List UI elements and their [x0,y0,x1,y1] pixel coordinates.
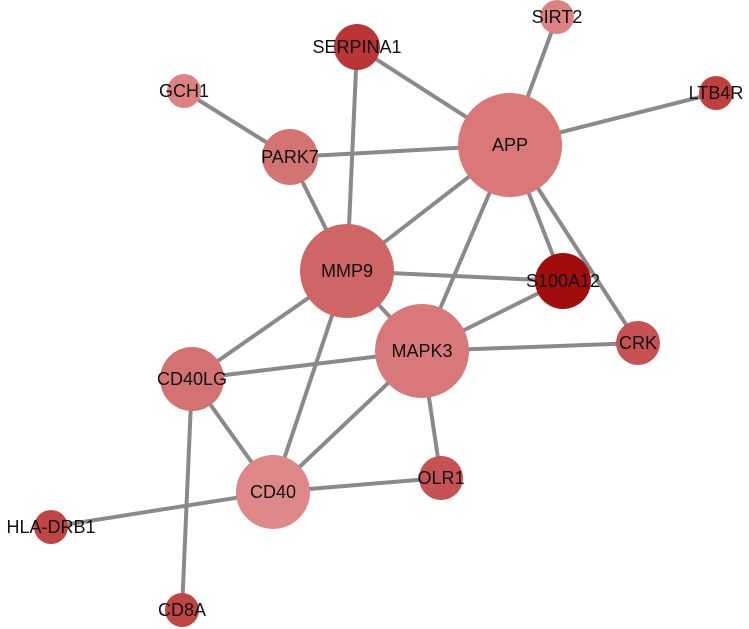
node-label: OLR1 [417,468,464,488]
node-circle [160,347,224,411]
node-cd8a: CD8A [158,593,206,627]
node-circle [34,510,68,544]
node-circle [165,593,199,627]
node-circle [300,224,394,318]
node-circle [419,456,463,500]
node-serpina1: SERPINA1 [312,24,402,70]
node-label: GCH1 [159,81,209,101]
node-circle [535,253,591,309]
node-ltb4r: LTB4R [689,76,744,110]
edge-cd40lg-cd8a [180,377,194,612]
node-circle [167,74,201,108]
node-label: CRK [619,333,657,353]
node-label: CD8A [158,600,206,620]
node-app: APP [458,93,562,197]
node-circle [262,129,318,185]
node-label: LTB4R [689,83,744,103]
node-mmp9: MMP9 [300,224,394,318]
node-label: MMP9 [321,261,373,281]
node-gch1: GCH1 [159,74,209,108]
node-label: CD40LG [157,369,227,389]
node-hla-drb1: HLA-DRB1 [6,510,96,544]
node-circle [236,455,310,529]
node-circle [616,321,660,365]
node-label: MAPK3 [391,341,452,361]
node-cd40lg: CD40LG [157,347,227,411]
node-s100a12: S100A12 [526,253,600,309]
node-circle [334,24,380,70]
node-label: S100A12 [526,271,600,291]
node-crk: CRK [616,321,660,365]
edge-layer [49,15,718,612]
node-circle [699,76,733,110]
node-olr1: OLR1 [417,456,465,500]
node-label: PARK7 [261,147,319,167]
node-sirt2: SIRT2 [532,0,583,34]
node-circle [458,93,562,197]
node-label: APP [492,135,528,155]
node-label: SIRT2 [532,7,583,27]
edge-cd40-hla-drb1 [49,490,275,529]
node-cd40: CD40 [236,455,310,529]
node-mapk3: MAPK3 [375,304,469,398]
node-park7: PARK7 [261,129,319,185]
node-label: CD40 [250,482,296,502]
node-label: SERPINA1 [312,37,401,57]
node-label: HLA-DRB1 [6,517,95,537]
node-circle [375,304,469,398]
node-circle [540,0,574,34]
